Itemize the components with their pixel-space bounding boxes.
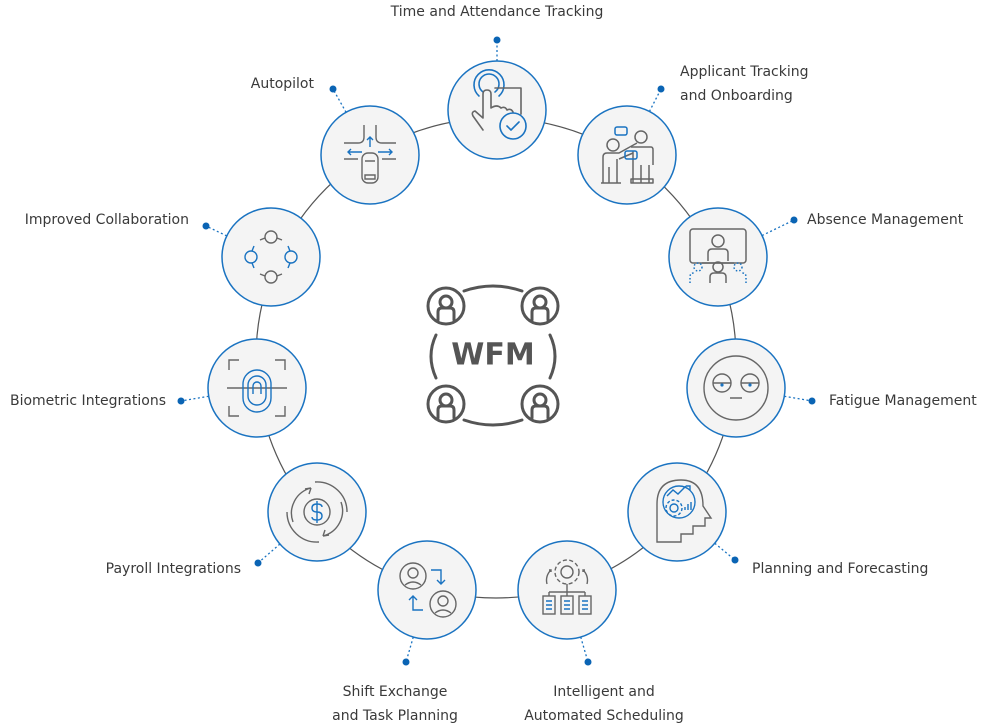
label-line: Autopilot bbox=[250, 76, 314, 92]
node-time-attendance bbox=[447, 60, 547, 160]
node-autopilot bbox=[320, 105, 420, 205]
node-circle bbox=[447, 60, 547, 160]
touch-check-icon bbox=[471, 69, 527, 140]
label-line: and Task Planning bbox=[332, 708, 458, 724]
marker-dot-biometric-integrations bbox=[177, 397, 185, 405]
node-payroll-integrations bbox=[267, 462, 367, 562]
label-line: Applicant Tracking bbox=[680, 64, 809, 80]
connector-absence-management bbox=[761, 219, 795, 237]
collaboration-circles-icon bbox=[244, 230, 298, 284]
marker-dot-payroll-integrations bbox=[254, 559, 262, 567]
marker-dot-improved-collaboration bbox=[202, 222, 210, 230]
label-biometric-integrations: Biometric Integrations bbox=[10, 389, 166, 413]
label-absence-management: Absence Management bbox=[807, 208, 963, 232]
connector-intelligent-scheduling bbox=[580, 636, 589, 663]
node-circle bbox=[686, 338, 786, 438]
tired-face-icon bbox=[703, 355, 769, 421]
gear-documents-icon bbox=[542, 559, 592, 615]
label-autopilot: Autopilot bbox=[251, 72, 314, 96]
label-line: Time and Attendance Tracking bbox=[390, 4, 604, 20]
label-shift-exchange: Shift Exchange and Task Planning bbox=[332, 680, 458, 728]
node-circle bbox=[221, 207, 321, 307]
car-intersection-icon bbox=[344, 125, 396, 184]
label-time-attendance: Time and Attendance Tracking bbox=[391, 0, 604, 24]
fingerprint-scan-icon bbox=[227, 359, 287, 417]
user-swap-icon bbox=[399, 562, 457, 618]
label-line: Improved Collaboration bbox=[24, 212, 189, 228]
label-line: Absence Management bbox=[807, 212, 964, 228]
node-intelligent-scheduling bbox=[517, 540, 617, 640]
node-circle bbox=[320, 105, 420, 205]
node-circle bbox=[377, 540, 477, 640]
connector-planning-forecasting bbox=[714, 542, 736, 561]
marker-dot-intelligent-scheduling bbox=[584, 658, 592, 666]
label-improved-collaboration: Improved Collaboration bbox=[25, 208, 189, 232]
label-applicant-tracking: Applicant Tracking and Onboarding bbox=[680, 60, 809, 108]
node-circle bbox=[627, 462, 727, 562]
people-network-icon bbox=[426, 284, 560, 427]
marker-dot-fatigue-management bbox=[808, 397, 816, 405]
connector-improved-collaboration bbox=[205, 225, 228, 237]
marker-dot-time-attendance bbox=[493, 36, 501, 44]
marker-dot-absence-management bbox=[790, 216, 798, 224]
label-line: and Onboarding bbox=[680, 88, 793, 104]
two-people-talking-icon bbox=[601, 126, 654, 184]
connector-biometric-integrations bbox=[180, 395, 209, 402]
label-line: Automated Scheduling bbox=[524, 708, 684, 724]
node-applicant-tracking bbox=[577, 105, 677, 205]
marker-dot-shift-exchange bbox=[402, 658, 410, 666]
marker-dot-planning-forecasting bbox=[731, 556, 739, 564]
label-fatigue-management: Fatigue Management bbox=[829, 389, 977, 413]
node-shift-exchange bbox=[377, 540, 477, 640]
label-line: Planning and Forecasting bbox=[752, 561, 929, 577]
marker-dot-autopilot bbox=[329, 85, 337, 93]
node-biometric-integrations bbox=[207, 338, 307, 438]
label-line: Biometric Integrations bbox=[9, 393, 166, 409]
node-improved-collaboration bbox=[221, 207, 321, 307]
label-planning-forecasting: Planning and Forecasting bbox=[752, 557, 928, 581]
connector-applicant-tracking bbox=[648, 88, 662, 112]
connector-autopilot bbox=[332, 88, 347, 113]
label-line: Fatigue Management bbox=[829, 393, 977, 409]
node-planning-forecasting bbox=[627, 462, 727, 562]
label-line: Intelligent and bbox=[553, 684, 655, 700]
video-meeting-icon bbox=[689, 228, 747, 283]
node-absence-management bbox=[668, 207, 768, 307]
hub-label: WFM bbox=[451, 337, 535, 373]
label-line: Shift Exchange bbox=[342, 684, 448, 700]
marker-dot-applicant-tracking bbox=[657, 85, 665, 93]
label-payroll-integrations: Payroll Integrations bbox=[106, 557, 241, 581]
connector-fatigue-management bbox=[784, 395, 813, 402]
label-line: Payroll Integrations bbox=[105, 561, 241, 577]
node-circle bbox=[668, 207, 768, 307]
head-gear-chart-icon bbox=[656, 479, 713, 543]
dollar-cycle-icon bbox=[286, 481, 348, 543]
connector-shift-exchange bbox=[405, 636, 414, 663]
node-fatigue-management bbox=[686, 338, 786, 438]
connector-payroll-integrations bbox=[257, 543, 281, 564]
